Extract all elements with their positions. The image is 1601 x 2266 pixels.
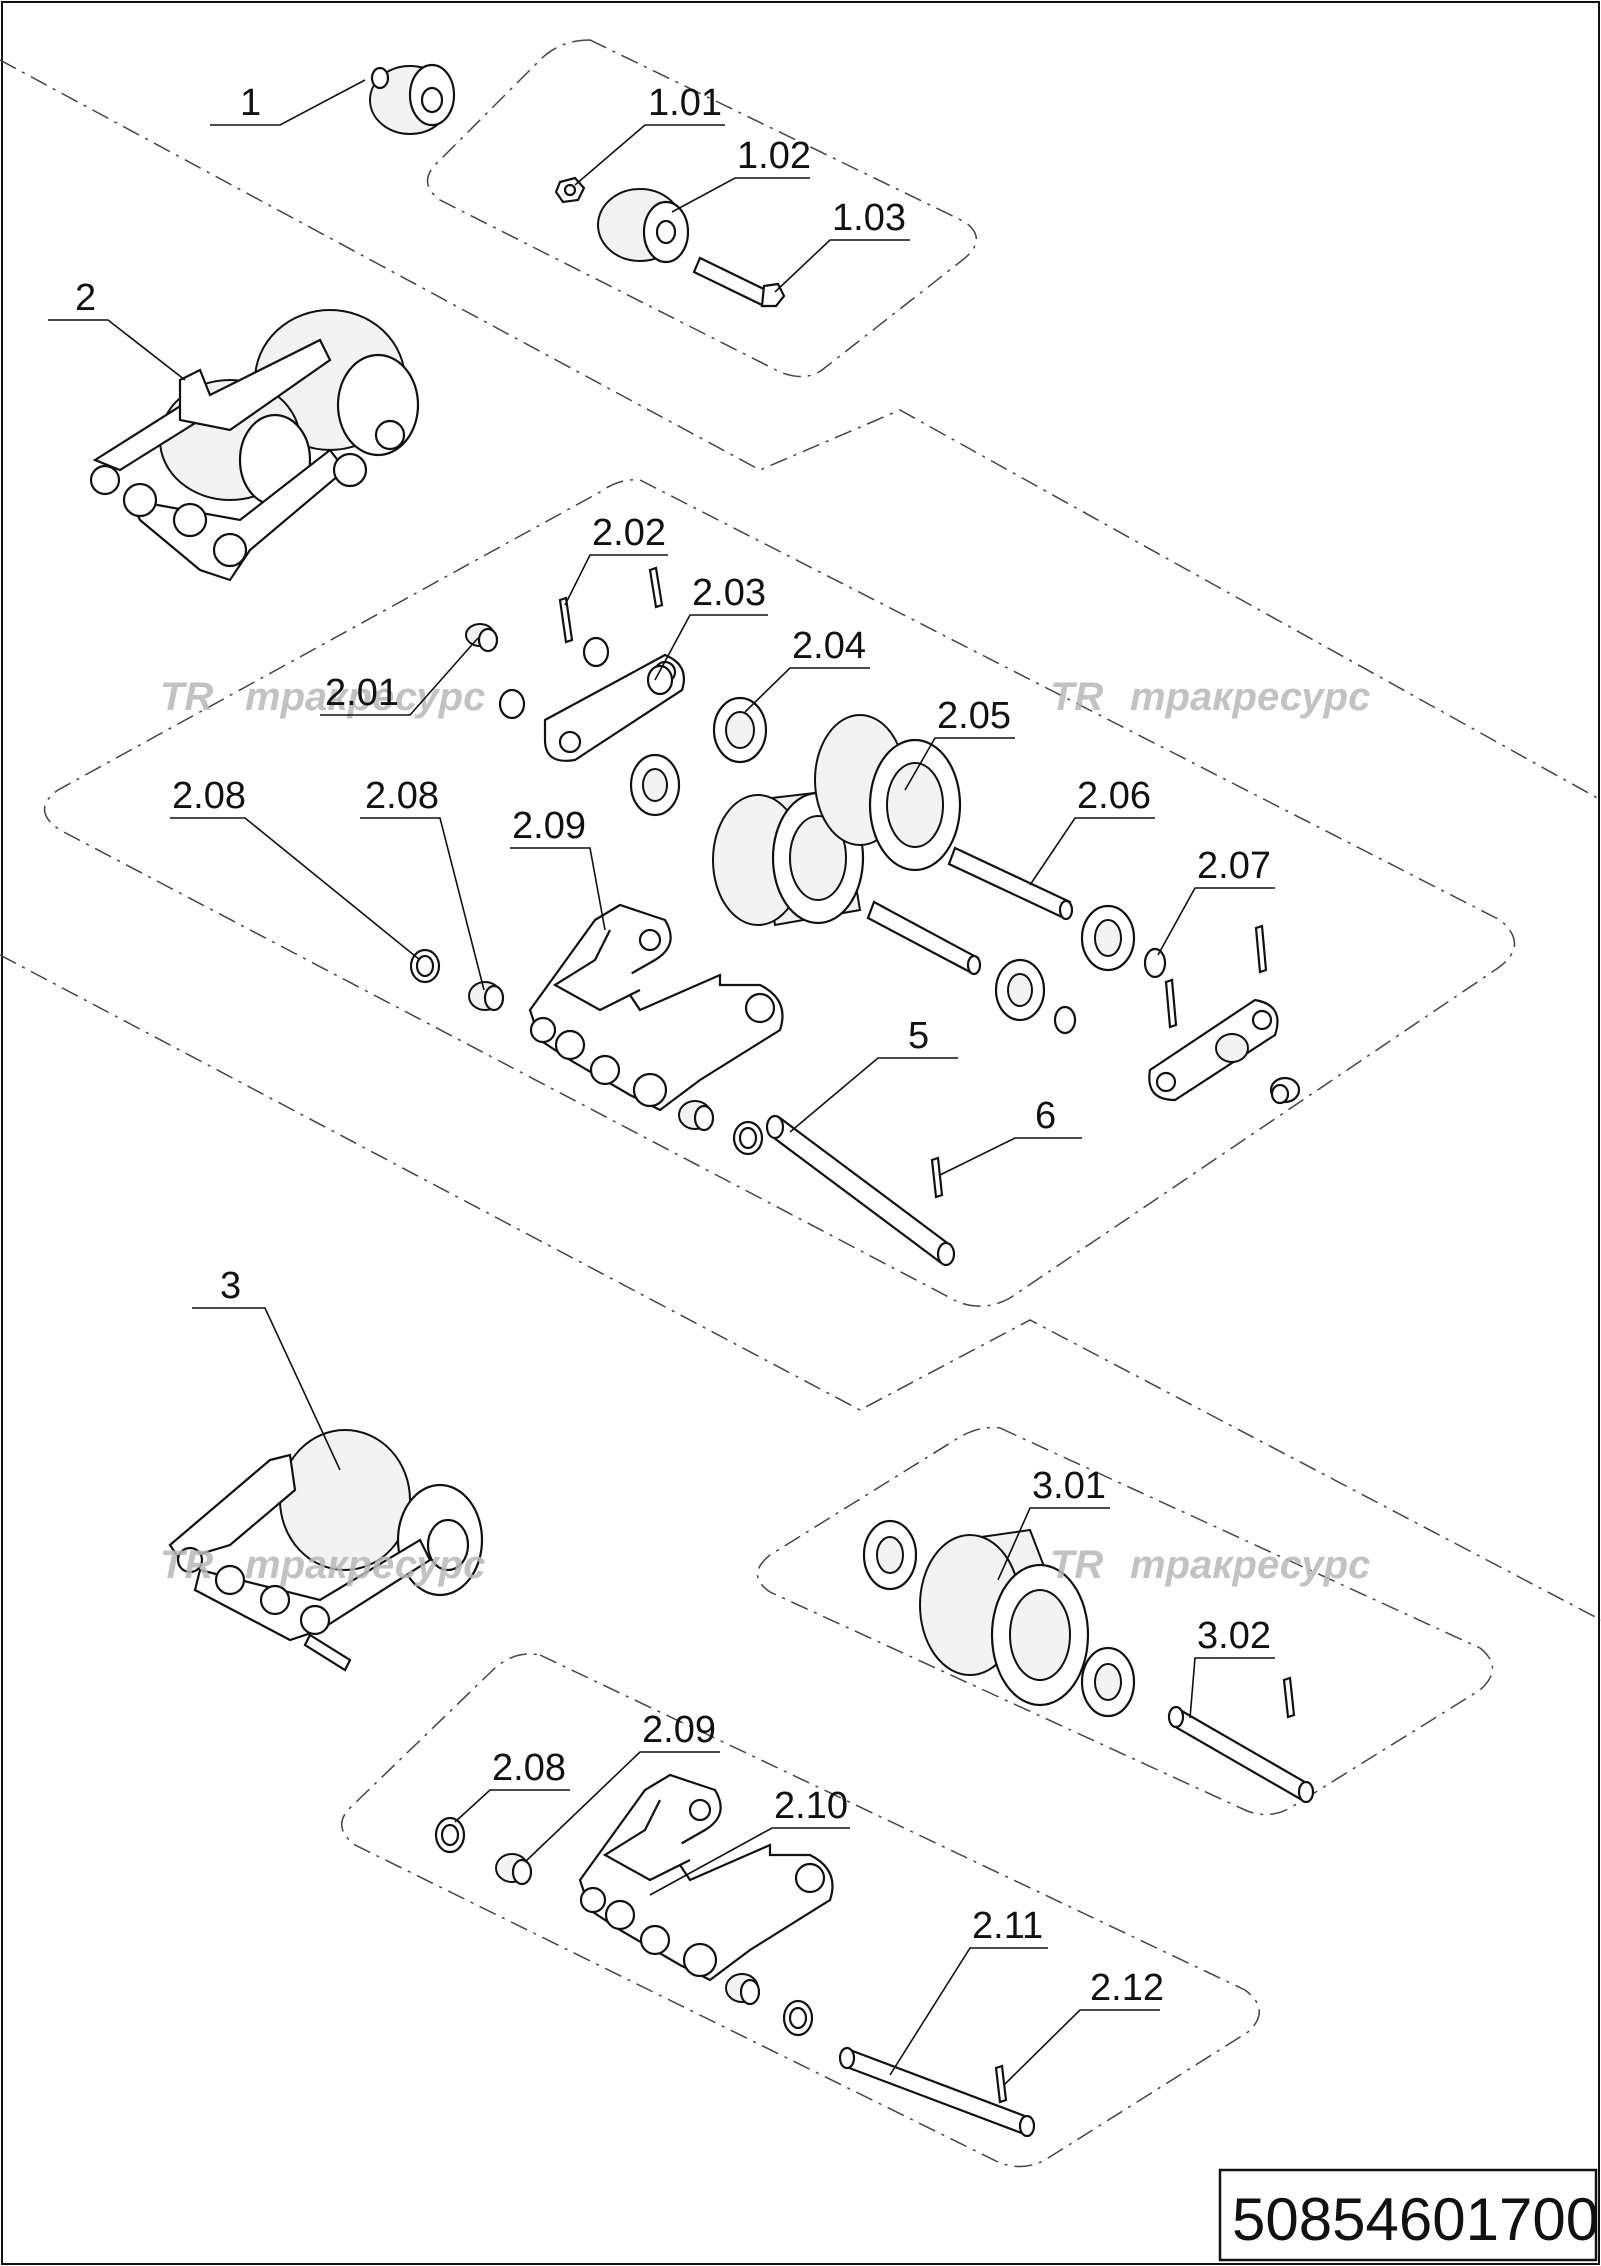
part-2-10-frame-lower [578,1773,834,1982]
part-2-03-link-plate [543,653,686,762]
callout-label-1: 1 [240,82,261,124]
svg-text:TR: TR [1050,675,1103,719]
svg-text:тракресурс: тракресурс [245,675,485,719]
callout-2-09: 2.09 [510,805,606,931]
part-1-03-bolt [692,256,786,308]
part-2-06-axles [866,846,1074,976]
svg-text:тракресурс: тракресурс [1130,675,1370,719]
svg-text:TR: TR [160,1543,213,1587]
svg-text:TR: TR [1050,1543,1103,1587]
callout-label-2-08a: 2.08 [172,775,246,817]
part-3-bogie-assembly [168,1429,484,1672]
document-number-box: 508546017001 [1218,2168,1601,2262]
part-2-01-bushing [465,623,499,653]
document-number: 508546017001 [1232,2186,1601,2253]
part-2-09-frame [528,903,784,1112]
callout-label-2: 2 [75,277,96,319]
callout-3: 3 [192,1265,341,1471]
group-outlines [0,39,1601,2168]
callout-5: 5 [789,1015,958,1133]
callout-label-2-05: 2.05 [937,695,1011,737]
watermark-2: TR тракресурс [1050,675,1370,719]
callout-label-2-09b: 2.09 [642,1709,716,1751]
part-2-bogie-assembly [89,309,420,582]
part-2-11-axle-lower [838,2046,1036,2138]
callout-label-5: 5 [908,1015,929,1057]
callout-3-02: 3.02 [1189,1615,1275,1719]
part-1-02-roller [597,188,690,264]
callout-label-2-01: 2.01 [325,672,399,714]
callout-2-05: 2.05 [904,695,1015,791]
callout-label-2-10: 2.10 [774,1785,848,1827]
callout-label-2-09: 2.09 [512,805,586,847]
callout-2-07: 2.07 [1157,845,1275,956]
part-3-01-roller-bearings [862,1519,1136,1718]
callout-3-01: 3.01 [997,1465,1110,1581]
callout-label-2-03: 2.03 [692,572,766,614]
part-2-04-bearings [629,696,768,817]
callout-2-12: 2.12 [1003,1967,1164,2086]
callout-label-2-04: 2.04 [792,625,866,667]
callout-label-2-08b: 2.08 [365,775,439,817]
callout-label-3: 3 [220,1265,241,1307]
callout-label-2-12: 2.12 [1090,1967,1164,2009]
part-3-02-axle-pin [1167,1676,1315,1804]
callout-1-03: 1.03 [774,197,910,293]
callout-2-03: 2.03 [654,572,768,681]
callout-label-1-01: 1.01 [648,82,722,124]
callout-label-3-02: 3.02 [1197,1615,1271,1657]
callout-2-01: 2.01 [320,637,479,716]
part-2-12-pin-lower [994,2064,1008,2104]
callout-label-2-02: 2.02 [592,512,666,554]
watermark-3: TR тракресурс [160,1543,485,1587]
part-2-05-rollers [712,714,962,927]
part-2-08-rings-bushings [409,948,764,1156]
callout-2-08a: 2.08 [170,775,421,961]
svg-text:тракресурс: тракресурс [1130,1543,1370,1587]
part-6-pin [930,1156,944,1199]
callout-2-08c: 2.08 [454,1747,570,1823]
part-5-axle [765,1114,956,1267]
watermark-4: TR тракресурс [1050,1543,1370,1587]
callout-1-01: 1.01 [574,82,725,186]
callout-label-2-07: 2.07 [1197,845,1271,887]
callout-2-10: 2.10 [649,1785,850,1896]
callout-2-04: 2.04 [744,625,870,713]
callout-label-2-06: 2.06 [1077,775,1151,817]
callout-label-2-08c: 2.08 [492,1747,566,1789]
callout-2-09b: 2.09 [524,1709,720,1863]
callout-label-2-11: 2.11 [972,1905,1043,1947]
callout-label-3-01: 3.01 [1032,1465,1106,1507]
callout-2-11: 2.11 [889,1905,1048,2076]
part-2-07-link-plate [1148,998,1301,1105]
callout-1-02: 1.02 [671,135,811,213]
callout-2-02: 2.02 [564,512,668,606]
part-2-02-pins [498,566,664,720]
svg-text:TR: TR [160,675,213,719]
callout-label-1-02: 1.02 [737,135,811,177]
callout-2-06: 2.06 [1029,775,1155,886]
watermark-1: TR тракресурс [160,675,485,719]
callout-2: 2 [48,277,186,381]
svg-text:тракресурс: тракресурс [245,1543,485,1587]
callout-6: 6 [939,1095,1082,1176]
part-2-08-ring-lower [434,1816,466,1854]
callout-label-1-03: 1.03 [832,197,906,239]
callout-label-6: 6 [1035,1095,1056,1137]
callout-1: 1 [210,79,366,126]
callout-2-08b: 2.08 [360,775,485,991]
part-2-09-bushing-lower [495,1853,814,2037]
part-1-roller [369,63,456,135]
part-2-07-bearings-rings [994,904,1268,1035]
